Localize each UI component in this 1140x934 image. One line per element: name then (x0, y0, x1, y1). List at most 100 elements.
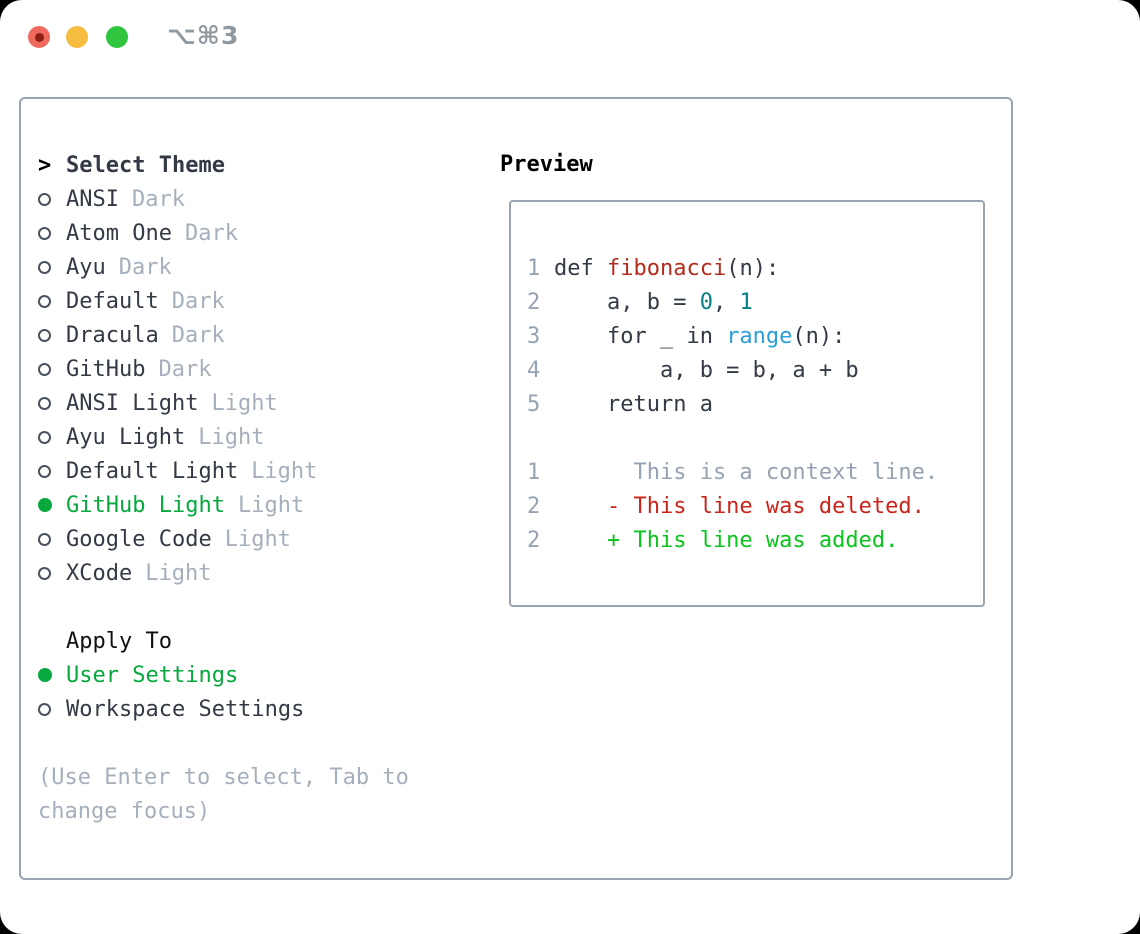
preview-line: 1 This is a context line. (527, 455, 983, 489)
theme-option-google-code[interactable]: Google Code Light (38, 522, 478, 556)
preview-line: 2 + This line was added. (527, 523, 983, 557)
close-button[interactable] (28, 26, 50, 48)
option-label: ANSI Light (66, 390, 199, 416)
minimize-button[interactable] (66, 26, 88, 48)
option-label: Workspace Settings (66, 696, 305, 722)
select-theme-title: Select Theme (66, 152, 225, 178)
radio-icon (38, 294, 51, 308)
theme-option-dracula[interactable]: Dracula Dark (38, 318, 478, 352)
theme-variant-label: Light (145, 560, 212, 586)
preview-line: 5 return a (527, 387, 983, 421)
code-segment: This is a context line. (554, 459, 939, 485)
theme-option-ayu-light[interactable]: Ayu Light Light (38, 420, 478, 454)
theme-variant-label: Light (224, 526, 291, 552)
theme-variant-label: Light (211, 390, 278, 416)
line-number: 1 (527, 459, 541, 485)
code-segment: for _ in (554, 323, 727, 349)
theme-variant-label: Dark (158, 356, 212, 382)
radio-icon (38, 566, 51, 580)
apply-to-header: Apply To (38, 624, 478, 658)
close-dot-icon (34, 32, 44, 42)
zoom-button[interactable] (106, 26, 128, 48)
code-segment: 0 (699, 289, 713, 315)
line-number: 5 (527, 391, 541, 417)
code-segment: a, b = b, a + b (554, 357, 859, 383)
code-segment: 1 (739, 289, 753, 315)
option-label: Default (66, 288, 159, 314)
option-label: Google Code (66, 526, 212, 552)
radio-icon (38, 464, 51, 478)
apply-to-title: Apply To (66, 628, 172, 654)
option-label: Ayu (66, 254, 106, 280)
theme-variant-label: Dark (131, 186, 185, 212)
option-label: User Settings (66, 662, 239, 688)
theme-variant-label: Light (237, 492, 305, 518)
theme-variant-label: Light (198, 424, 265, 450)
theme-option-github[interactable]: GitHub Dark (38, 352, 478, 386)
radio-icon (38, 532, 51, 546)
code-segment: + This line was added. (554, 527, 899, 553)
line-number: 4 (527, 357, 541, 383)
radio-icon (38, 192, 51, 206)
theme-variant-label: Dark (171, 288, 225, 314)
code-segment: range (726, 323, 793, 349)
radio-icon (38, 226, 51, 240)
option-label: GitHub (66, 356, 146, 382)
theme-variant-label: Dark (171, 322, 225, 348)
theme-option-xcode[interactable]: XCode Light (38, 556, 478, 590)
preview-title: Preview (500, 152, 593, 177)
help-text-line-1: (Use Enter to select, Tab to (38, 764, 409, 790)
preview-line: 2 a, b = 0, 1 (527, 285, 983, 319)
preview-line: 4 a, b = b, a + b (527, 353, 983, 387)
apply-option-user-settings[interactable]: User Settings (38, 658, 478, 692)
line-number: 3 (527, 323, 541, 349)
code-segment: (n): (726, 255, 780, 281)
option-label: XCode (66, 560, 133, 586)
select-theme-header: > Select Theme (38, 148, 478, 182)
radio-icon (38, 430, 51, 444)
help-text-line-2: change focus) (38, 798, 211, 824)
option-label: Atom One (66, 220, 172, 246)
radio-icon (38, 702, 51, 716)
option-label: GitHub Light (66, 492, 225, 518)
code-segment: - This line was deleted. (554, 493, 925, 519)
preview-line: 2 - This line was deleted. (527, 489, 983, 523)
line-number: 1 (527, 255, 541, 281)
option-label: Ayu Light (66, 424, 186, 450)
option-label: Dracula (66, 322, 159, 348)
line-number: 2 (527, 289, 541, 315)
preview-line (527, 421, 983, 455)
keyboard-shortcut-label: ⌥⌘3 (167, 21, 240, 50)
spacer (38, 726, 478, 760)
apply-option-workspace-settings[interactable]: Workspace Settings (38, 692, 478, 726)
spacer (38, 590, 478, 624)
radio-icon (38, 260, 51, 274)
radio-selected-icon (38, 668, 52, 682)
theme-option-ansi-light[interactable]: ANSI Light Light (38, 386, 478, 420)
theme-variant-label: Light (251, 458, 318, 484)
radio-selected-icon (38, 498, 52, 512)
code-segment: fibonacci (606, 255, 727, 281)
code-segment: def (554, 255, 607, 281)
theme-option-github-light[interactable]: GitHub Light Light (38, 488, 478, 522)
theme-variant-label: Dark (184, 220, 238, 246)
radio-icon (38, 362, 51, 376)
code-segment: (n): (792, 323, 846, 349)
line-number: 2 (527, 493, 541, 519)
theme-option-atom-one[interactable]: Atom One Dark (38, 216, 478, 250)
code-segment: return a (554, 391, 713, 417)
radio-icon (38, 396, 51, 410)
prompt-marker-icon: > (38, 152, 52, 178)
preview-line: 1 def fibonacci(n): (527, 251, 983, 285)
theme-option-default[interactable]: Default Dark (38, 284, 478, 318)
